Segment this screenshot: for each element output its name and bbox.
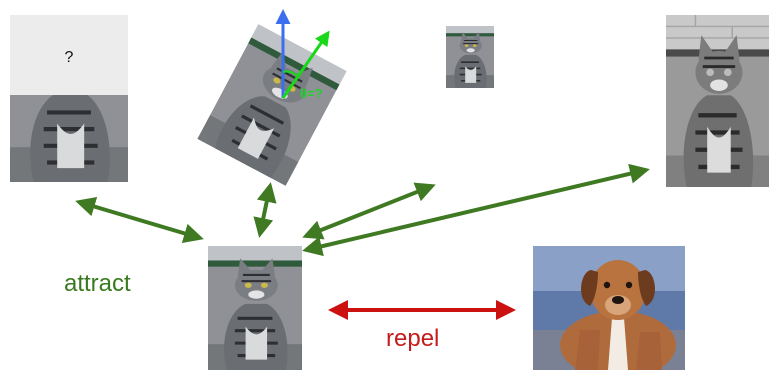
puppy-image xyxy=(533,246,685,370)
attract-arrow-masked xyxy=(75,196,204,244)
attract-label: attract xyxy=(64,270,131,297)
jigsaw-tiles xyxy=(446,26,512,106)
repel-label: repel xyxy=(386,325,440,352)
masked-question-mark: ? xyxy=(65,49,74,66)
rotation-angle-label: θ=? xyxy=(300,86,323,101)
attract-arrow-rotated xyxy=(253,182,277,238)
masked-cat-image: ? xyxy=(10,15,128,182)
attract-arrow-jigsaw xyxy=(302,182,436,240)
rotation-arc xyxy=(282,70,299,78)
grayscale-cat-image xyxy=(666,15,769,187)
tile-top-left xyxy=(446,26,494,88)
rotated-cat-image xyxy=(197,24,346,186)
rotation-angle-arrow xyxy=(281,30,330,99)
mask-region xyxy=(10,15,128,95)
anchor-cat-image xyxy=(208,246,302,370)
attract-arrow-grayscale xyxy=(302,163,650,257)
